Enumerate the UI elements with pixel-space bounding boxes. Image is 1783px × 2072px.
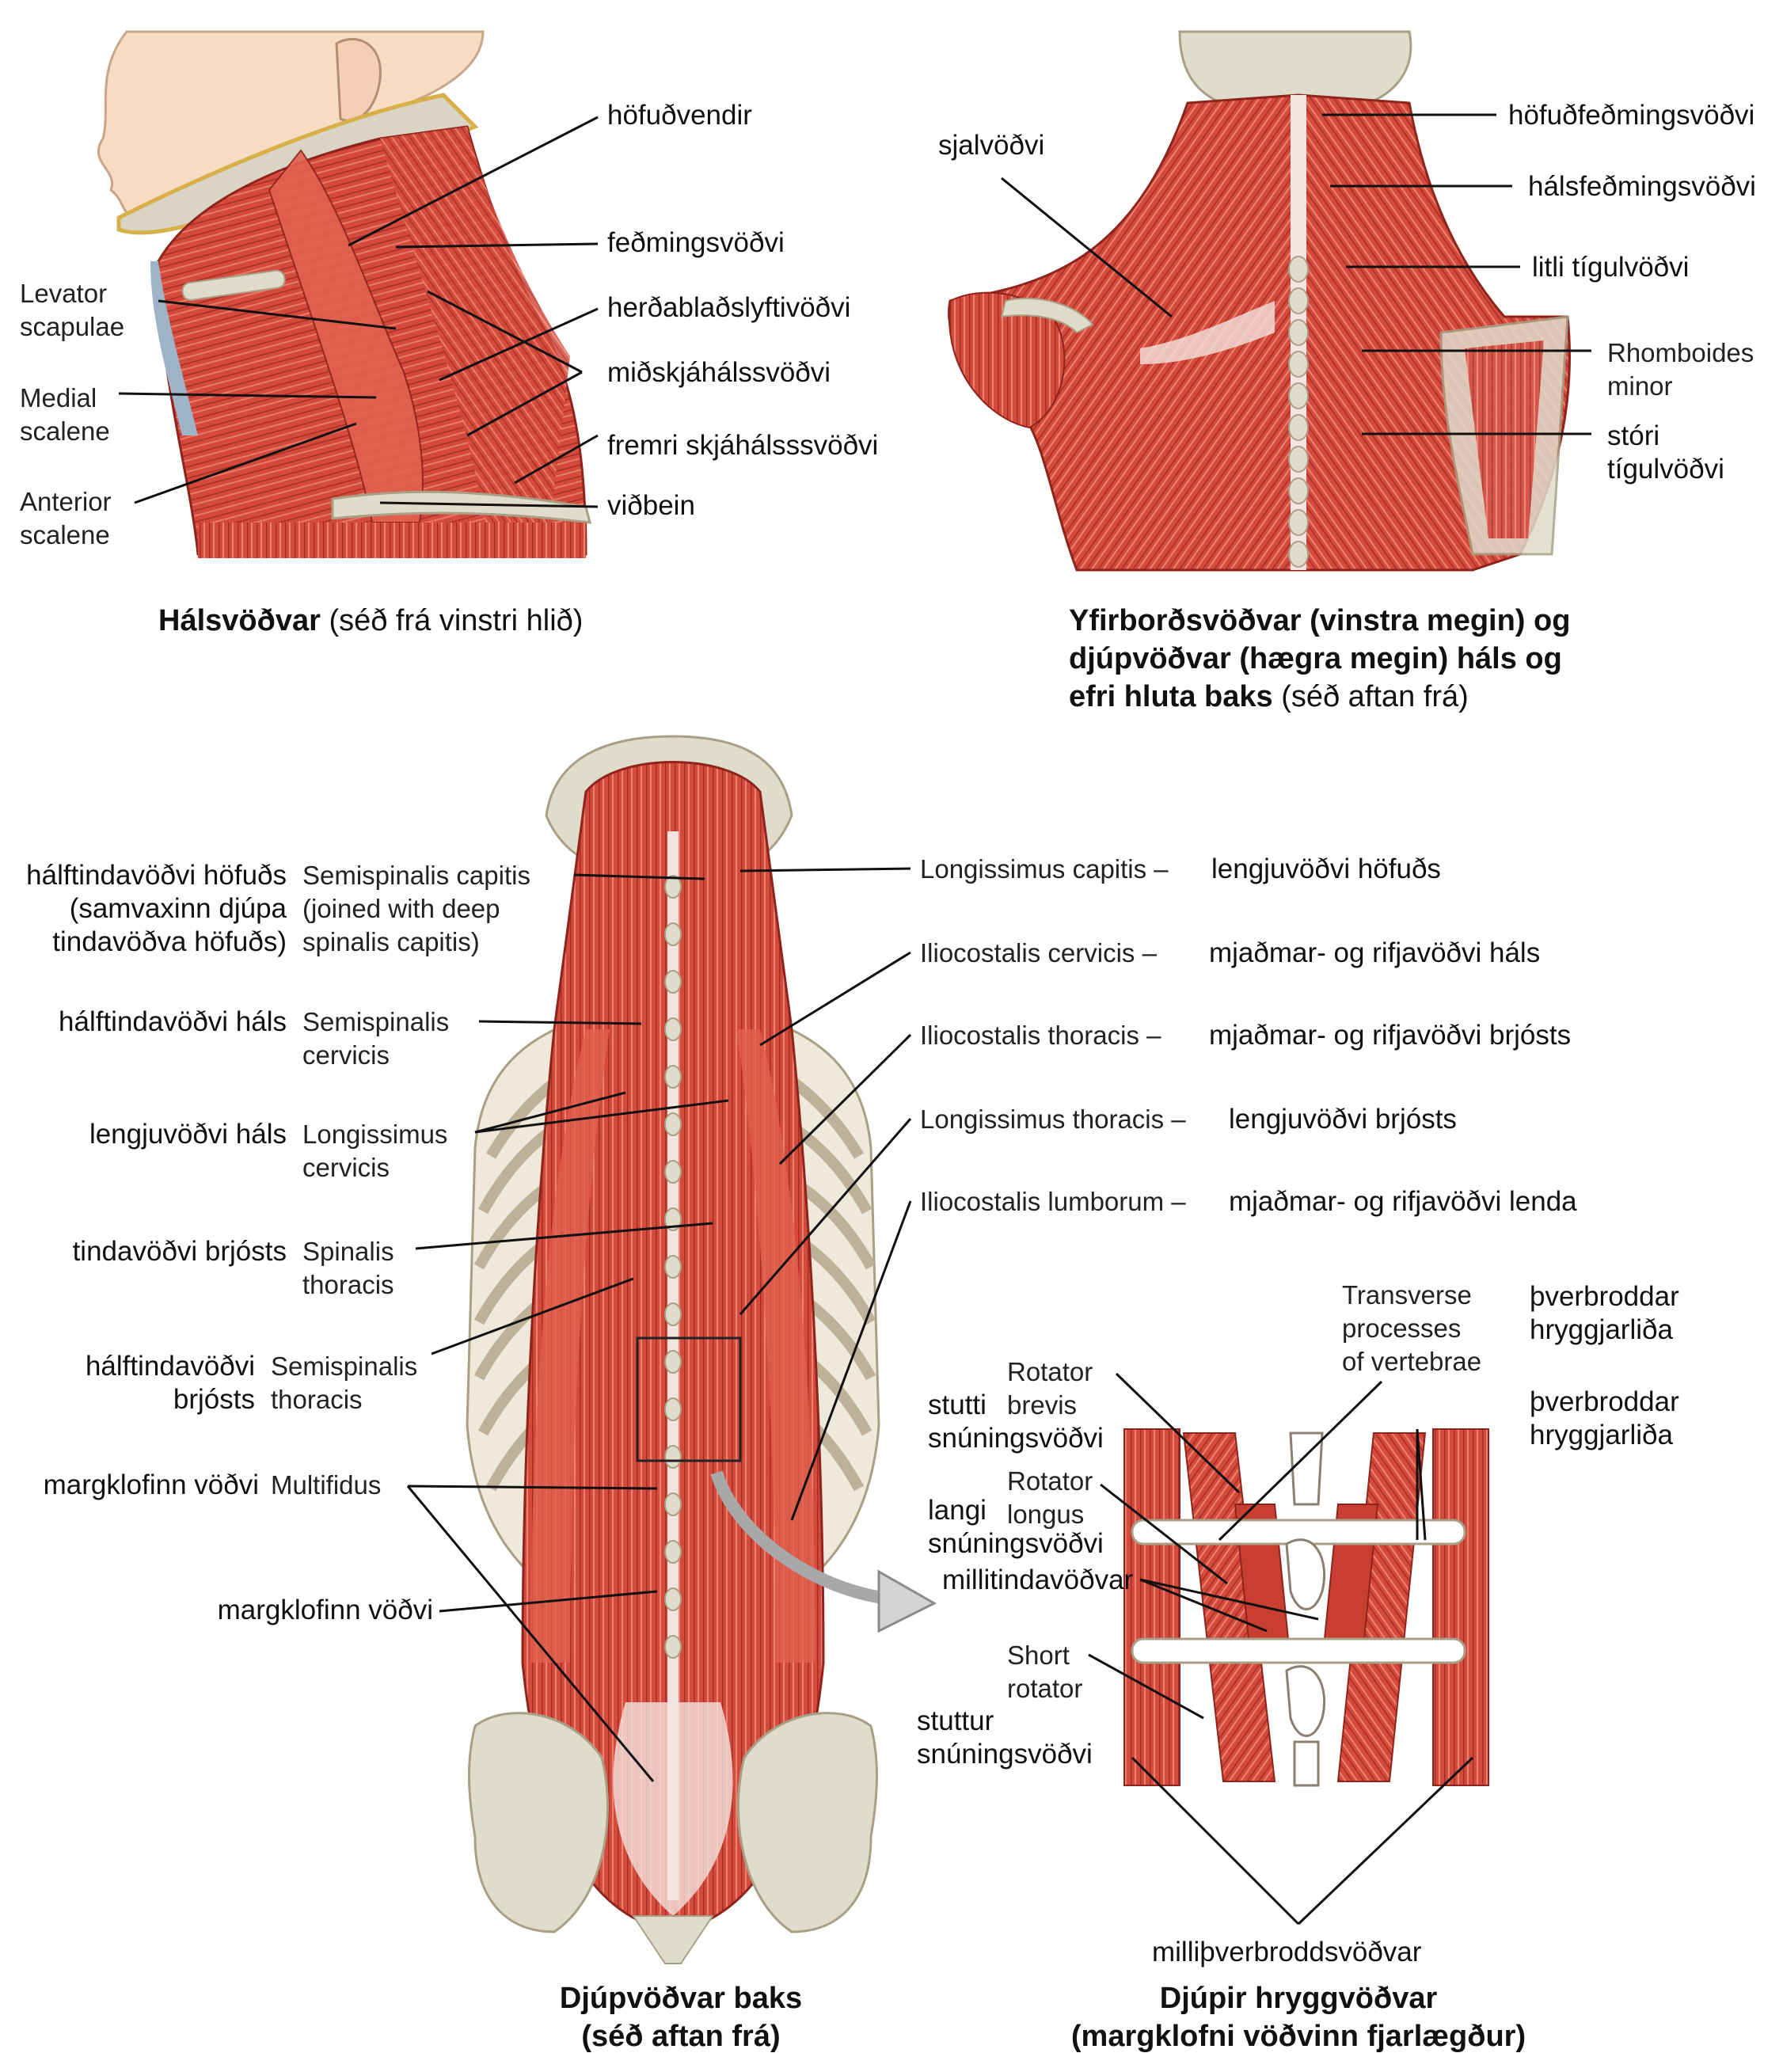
spine-detail-caption-2: (margklofni vöðvinn fjarlægður) (1070, 2020, 1526, 2053)
label-thverbroddar-2a: þverbroddar (1530, 1386, 1679, 1417)
label-medial-2: scalene (20, 416, 110, 446)
deep-back-caption: Djúpvöðvar baks (séð aftan frá) (523, 1979, 839, 2055)
label-is-iliocostalis-lumborum: mjaðmar- og rifjavöðvi lenda (1229, 1186, 1577, 1217)
label-en-semispinalis-capitis-3: spinalis capitis) (302, 927, 480, 956)
label-medial-1: Medial (20, 383, 97, 412)
neck-caption-rest: (séð frá vinstri hlið) (329, 604, 584, 637)
label-en-semispinalis-capitis-1: Semispinalis capitis (302, 861, 530, 890)
label-is-spinalis-thoracis: tindavöðvi brjósts (72, 1236, 287, 1267)
label-short-rot-2: rotator (1007, 1674, 1083, 1703)
label-transverse-2: processes (1342, 1314, 1462, 1343)
neck-illustration (97, 30, 591, 558)
label-rhomboides-1: Rhomboides (1607, 338, 1754, 367)
label-en-semispinalis-cervicis-2: cervicis (302, 1040, 390, 1070)
label-rot-longus-2: longus (1007, 1500, 1085, 1529)
label-en-semispinalis-capitis-2: (joined with deep (302, 894, 500, 923)
label-is-longissimus-thoracis: lengjuvöðvi brjósts (1229, 1104, 1457, 1135)
label-en-iliocostalis-lumborum: Iliocostalis lumborum – (920, 1187, 1186, 1216)
label-thverbroddar-1a: þverbroddar (1530, 1281, 1679, 1312)
label-herdablad: herðablaðslyftivöðvi (607, 292, 851, 323)
label-langi-1: langi (928, 1495, 987, 1526)
label-halsfedmings: hálsfeðmingsvöðvi (1528, 171, 1756, 202)
label-transverse-3: of vertebrae (1342, 1347, 1482, 1376)
label-vidbein: viðbein (607, 490, 695, 521)
label-en-longissimus-cervicis-2: cervicis (302, 1153, 390, 1182)
label-en-semispinalis-thoracis-1: Semispinalis (271, 1352, 418, 1381)
label-is-longissimus-capitis: lengjuvöðvi höfuðs (1211, 854, 1441, 884)
label-levator-1: Levator (20, 279, 108, 308)
label-is-semispinalis-cervicis: hálftindavöðvi háls (59, 1006, 287, 1037)
label-hofudvendir: höfuðvendir (607, 100, 752, 131)
label-rot-brevis-1: Rotator (1007, 1357, 1093, 1386)
label-transverse-1: Transverse (1342, 1280, 1472, 1310)
upper-back-caption-3: efri hluta baks (1069, 680, 1273, 713)
label-en-longissimus-capitis: Longissimus capitis – (920, 854, 1169, 884)
label-is-iliocostalis-cervicis: mjaðmar- og rifjavöðvi háls (1209, 937, 1541, 968)
deep-back-caption-1: Djúpvöðvar baks (559, 1982, 803, 2015)
label-anterior-2: scalene (20, 520, 110, 549)
label-stuttur-2: snúningsvöðvi (917, 1739, 1093, 1770)
label-is-semispinalis-thoracis-2: brjósts (173, 1384, 255, 1415)
neck-caption: Hálsvöðvar (séð frá vinstri hlið) (158, 602, 583, 640)
label-stuttur-1: stuttur (917, 1705, 994, 1736)
spine-detail-illustration (1116, 1425, 1489, 1789)
label-rot-brevis-2: brevis (1007, 1390, 1078, 1420)
label-en-spinalis-thoracis-1: Spinalis (302, 1237, 394, 1266)
label-levator-2: scapulae (20, 312, 125, 341)
neck-caption-bold: Hálsvöðvar (158, 604, 321, 637)
label-thverbroddar-2b: hryggjarliða (1530, 1420, 1673, 1450)
label-stutti-1: stutti (928, 1390, 987, 1420)
zoom-box (636, 1336, 742, 1462)
label-short-rot-1: Short (1007, 1640, 1070, 1670)
label-en-iliocostalis-cervicis: Iliocostalis cervicis – (920, 938, 1157, 968)
label-is-multifidus-2: margklofinn vöðvi (217, 1595, 433, 1625)
label-stori-1: stóri (1607, 420, 1660, 451)
upper-back-caption-3-rest: (séð aftan frá) (1281, 680, 1469, 713)
deep-back-leaders (406, 867, 912, 1782)
label-langi-2: snúningsvöðvi (928, 1528, 1104, 1559)
spine-detail-leaders (1088, 1372, 1474, 1926)
label-is-semispinalis-thoracis-1: hálftindavöðvi (85, 1351, 255, 1382)
label-en-iliocostalis-thoracis: Iliocostalis thoracis – (920, 1021, 1161, 1050)
label-is-semispinalis-capitis-2: (samvaxinn djúpa (69, 893, 287, 924)
label-is-longissimus-cervicis: lengjuvöðvi háls (89, 1119, 287, 1150)
label-sjalvodvi: sjalvöðvi (938, 130, 1045, 161)
neck-leaders (118, 116, 599, 508)
label-is-semispinalis-capitis-3: tindavöðva höfuðs) (52, 926, 287, 957)
label-millitinda: millitindavöðvar (942, 1564, 1134, 1595)
label-stutti-2: snúningsvöðvi (928, 1423, 1104, 1454)
label-en-semispinalis-cervicis-1: Semispinalis (302, 1007, 450, 1036)
label-midskja: miðskjáhálssvöðvi (607, 357, 831, 388)
upper-back-caption-1: Yfirborðsvöðvar (vinstra megin) og (1069, 604, 1571, 637)
label-fremri: fremri skjáhálsssvöðvi (607, 430, 879, 461)
label-hofudfedmings: höfuðfeðmingsvöðvi (1508, 100, 1755, 131)
label-is-semispinalis-capitis-1: hálftindavöðvi höfuðs (26, 860, 287, 891)
label-thverbroddar-1b: hryggjarliða (1530, 1314, 1673, 1345)
label-millithver: milliþverbroddsvöðvar (1152, 1937, 1422, 1967)
label-fedmingsvodvi: feðmingsvöðvi (607, 227, 785, 258)
label-rot-longus-1: Rotator (1007, 1466, 1093, 1496)
spine-detail-caption: Djúpir hryggvöðvar (margklofni vöðvinn f… (1045, 1979, 1552, 2055)
label-is-iliocostalis-thoracis: mjaðmar- og rifjavöðvi brjósts (1209, 1020, 1572, 1051)
upper-back-leaders (1001, 113, 1591, 435)
spine-detail-caption-1: Djúpir hryggvöðvar (1159, 1982, 1438, 2015)
deep-back-illustration (466, 735, 937, 1964)
upper-back-illustration (948, 30, 1571, 572)
upper-back-caption: Yfirborðsvöðvar (vinstra megin) og djúpv… (1069, 602, 1570, 716)
label-en-longissimus-thoracis: Longissimus thoracis – (920, 1104, 1186, 1134)
label-rhomboides-2: minor (1607, 371, 1673, 401)
upper-back-caption-2: djúpvöðvar (hægra megin) háls og (1069, 642, 1562, 675)
label-litli: litli tígulvöðvi (1532, 252, 1690, 283)
deep-back-caption-2: (séð aftan frá) (581, 2020, 781, 2053)
label-en-spinalis-thoracis-2: thoracis (302, 1270, 394, 1299)
label-en-semispinalis-thoracis-2: thoracis (271, 1385, 363, 1414)
label-en-multifidus: Multifidus (271, 1470, 382, 1500)
label-anterior-1: Anterior (20, 487, 112, 516)
label-stori-2: tígulvöðvi (1607, 454, 1724, 485)
label-is-multifidus: margklofinn vöðvi (43, 1469, 259, 1500)
label-en-longissimus-cervicis-1: Longissimus (302, 1120, 448, 1149)
